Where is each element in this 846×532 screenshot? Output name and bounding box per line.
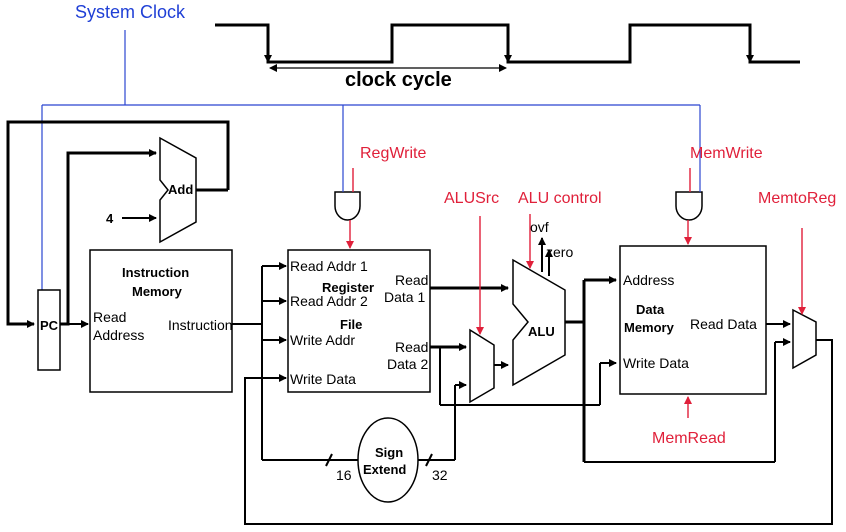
rf-read-data-1-b: Data 1 (384, 289, 425, 305)
dmem-read-data-label: Read Data (690, 316, 757, 332)
alu-zero-label: zero (546, 244, 573, 260)
system-clock-label: System Clock (75, 2, 186, 22)
rf-title-1: Register (322, 280, 374, 295)
rf-write-data: Write Data (290, 371, 356, 387)
sign-extend-unit (357, 417, 419, 503)
memtoreg-label: MemtoReg (758, 190, 836, 207)
alu-unit (512, 258, 566, 387)
memread-label: MemRead (652, 430, 726, 447)
instruction-memory (89, 249, 233, 393)
write-back-path (244, 339, 833, 525)
rf-read-addr-1: Read Addr 1 (290, 258, 368, 274)
adder-label: Add (168, 182, 193, 197)
sign-extend-label-1: Sign (375, 445, 403, 460)
rf-read-data-1-a: Read (395, 272, 428, 288)
data-memory (619, 245, 767, 395)
dmem-write-data-label: Write Data (623, 355, 689, 371)
dmem-address-label: Address (623, 272, 674, 288)
rf-read-data-2-b: Data 2 (387, 356, 428, 372)
alu-control-label: ALU control (518, 190, 602, 207)
rf-read-addr-2: Read Addr 2 (290, 293, 368, 309)
imem-address-label: Address (93, 327, 144, 343)
alu-label: ALU (528, 324, 555, 339)
imem-title-2: Memory (132, 284, 183, 299)
pc-adder (159, 136, 197, 244)
adder-const-4: 4 (106, 211, 114, 226)
rf-read-data-2-a: Read (395, 339, 428, 355)
sign-extend-out-width: 32 (432, 467, 448, 483)
dmem-title-2: Memory (624, 320, 675, 335)
instruction-bus (232, 262, 358, 467)
sign-extend-in-width: 16 (336, 467, 352, 483)
clock-cycle-label: clock cycle (345, 69, 452, 91)
pc-label: PC (40, 318, 59, 333)
sign-extend-label-2: Extend (363, 462, 406, 477)
register-file (287, 249, 431, 393)
memtoreg-mux (792, 308, 817, 370)
clock-lines (41, 30, 701, 290)
regwrite-and-gate (334, 191, 361, 221)
rf-title-2: File (340, 317, 362, 332)
alusrc-label: ALUSrc (444, 190, 499, 207)
regwrite-label: RegWrite (360, 145, 426, 162)
alu-result-bus (565, 276, 791, 463)
pc-wires (6, 120, 230, 328)
imem-read-label: Read (93, 309, 126, 325)
memwrite-and-gate (675, 191, 703, 221)
dmem-title-1: Data (636, 302, 665, 317)
clock-waveform (215, 23, 800, 72)
imem-instruction-label: Instruction (168, 317, 233, 333)
sign-extend-out-wire (418, 381, 467, 467)
alu-ovf-label: ovf (530, 219, 549, 235)
read-data-2-bus (430, 343, 617, 406)
rf-write-addr: Write Addr (290, 332, 355, 348)
imem-title-1: Instruction (122, 265, 189, 280)
alusrc-mux (469, 328, 495, 404)
memwrite-label: MemWrite (690, 145, 763, 162)
pc-register (37, 289, 61, 371)
